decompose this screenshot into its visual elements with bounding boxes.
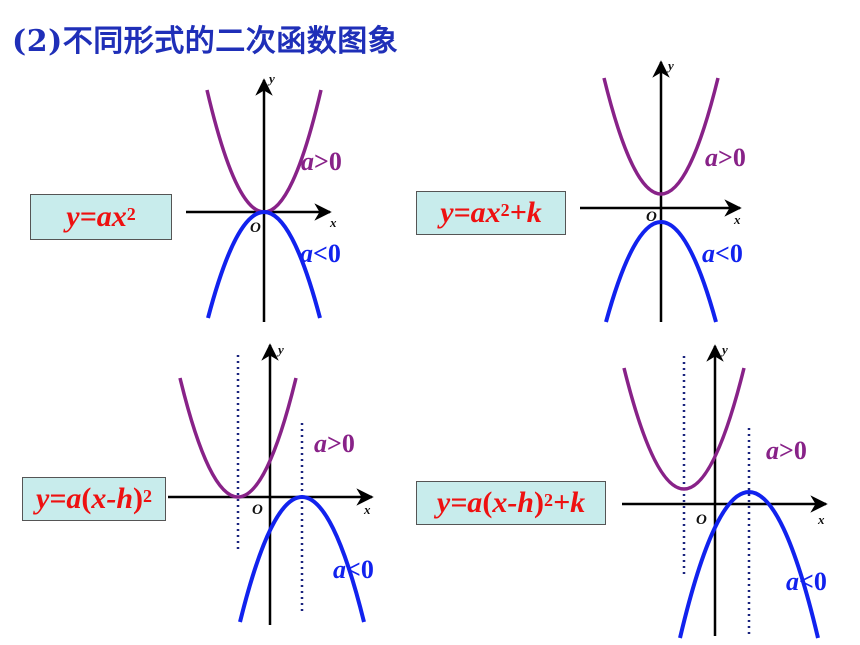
y-axis-label: y bbox=[267, 71, 275, 86]
y-axis-label: y bbox=[276, 342, 284, 357]
y-axis-label: y bbox=[666, 58, 674, 73]
formula-box-horizontal-shift: y=a(x-h)2 bbox=[22, 477, 166, 521]
x-axis-label: x bbox=[329, 215, 337, 230]
origin-label: O bbox=[252, 502, 263, 518]
upward-parabola bbox=[178, 377, 298, 499]
formula-box-vertex-form: y=a(x-h)2+k bbox=[416, 481, 606, 525]
label-a-negative: a<0 bbox=[786, 567, 827, 596]
label-a-positive: a>0 bbox=[705, 143, 746, 172]
downward-parabola bbox=[678, 490, 820, 639]
graph-vertical-shift: y x O a>0 a<0 bbox=[580, 58, 746, 323]
label-a-positive: a>0 bbox=[766, 436, 807, 465]
downward-parabola bbox=[238, 495, 366, 623]
label-a-positive: a>0 bbox=[314, 429, 355, 458]
x-axis-label: x bbox=[363, 502, 371, 517]
origin-label: O bbox=[696, 512, 707, 528]
x-axis-label: x bbox=[733, 212, 741, 227]
origin-label: O bbox=[250, 220, 261, 236]
downward-parabola bbox=[604, 220, 718, 323]
label-a-negative: a<0 bbox=[300, 239, 341, 268]
downward-parabola bbox=[206, 210, 322, 319]
y-axis-label: y bbox=[720, 342, 728, 357]
graph-standard: y x O a>0 a<0 bbox=[186, 71, 342, 322]
upward-parabola bbox=[622, 367, 746, 491]
x-axis-label: x bbox=[817, 512, 825, 527]
graph-vertex-form: y x O a>0 a<0 bbox=[622, 342, 828, 639]
graph-horizontal-shift: y x O a>0 a<0 bbox=[168, 342, 374, 625]
label-a-negative: a<0 bbox=[333, 555, 374, 584]
page-title: (2)不同形式的二次函数图象 bbox=[12, 24, 399, 59]
upward-parabola bbox=[602, 77, 720, 196]
origin-label: O bbox=[646, 209, 657, 225]
label-a-positive: a>0 bbox=[301, 147, 342, 176]
label-a-negative: a<0 bbox=[702, 239, 743, 268]
